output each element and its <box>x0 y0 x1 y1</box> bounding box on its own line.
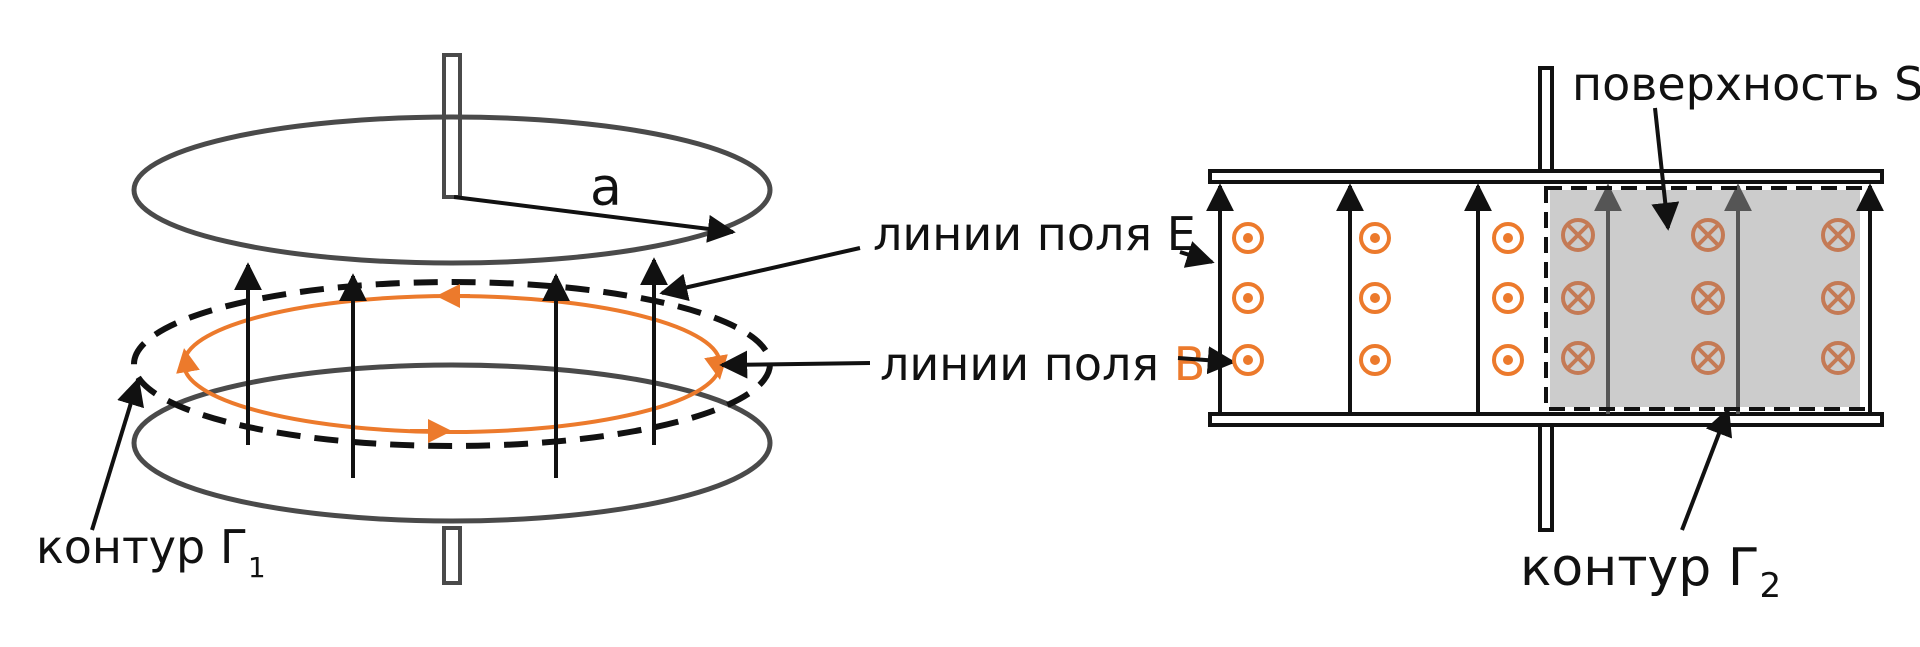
middle-labels: линии поля E линии поля B <box>659 207 1236 391</box>
field-e-label: линии поля E <box>873 207 1196 261</box>
circle-cross-icon <box>1561 218 1595 252</box>
b-in-symbols <box>1561 218 1855 375</box>
circle-dot-icon <box>1359 282 1391 314</box>
right-bottom-wire <box>1538 420 1554 532</box>
field-e-pointer-right <box>1179 241 1215 268</box>
circle-cross-icon <box>1691 218 1725 252</box>
circle-dot-icon <box>1492 222 1524 254</box>
circle-cross-icon <box>1821 341 1855 375</box>
circle-cross-icon <box>1821 281 1855 315</box>
circle-cross-icon <box>1561 281 1595 315</box>
left-capacitor-view: a контур Г1 <box>36 53 773 585</box>
b-out-symbols <box>1232 222 1524 376</box>
right-top-wire <box>1538 66 1554 176</box>
field-b-pointer-left <box>719 350 871 379</box>
right-bottom-plate <box>1208 412 1884 427</box>
contour-2-pointer <box>1680 407 1733 531</box>
contour-1-pointer <box>90 377 144 531</box>
radius-arrow <box>453 195 736 243</box>
circle-dot-icon <box>1232 344 1264 376</box>
right-capacitor-view: поверхность S контур Г2 <box>1206 57 1920 606</box>
top-plate <box>131 114 773 266</box>
bottom-plate <box>131 362 773 524</box>
circle-dot-icon <box>1232 282 1264 314</box>
e-field-lines-left <box>234 257 668 478</box>
surface-pointer <box>1651 107 1680 231</box>
circle-dot-icon <box>1359 344 1391 376</box>
contour-2-label: контур Г2 <box>1520 538 1781 606</box>
circle-cross-icon <box>1691 341 1725 375</box>
circle-dot-icon <box>1492 344 1524 376</box>
circle-dot-icon <box>1359 222 1391 254</box>
circle-dot-icon <box>1492 282 1524 314</box>
circle-cross-icon <box>1821 218 1855 252</box>
circle-cross-icon <box>1691 281 1725 315</box>
radius-label: a <box>590 158 622 218</box>
top-wire <box>442 53 462 199</box>
field-e-pointer-left <box>659 246 861 302</box>
circle-dot-icon <box>1232 222 1264 254</box>
surface-label: поверхность S <box>1572 57 1920 111</box>
circle-cross-icon <box>1561 341 1595 375</box>
bottom-wire <box>442 526 462 585</box>
field-b-label: линии поля B <box>880 337 1205 391</box>
contour-1-label: контур Г1 <box>36 520 266 584</box>
right-top-plate <box>1208 169 1884 184</box>
field-b-pointer-right <box>1177 346 1236 375</box>
